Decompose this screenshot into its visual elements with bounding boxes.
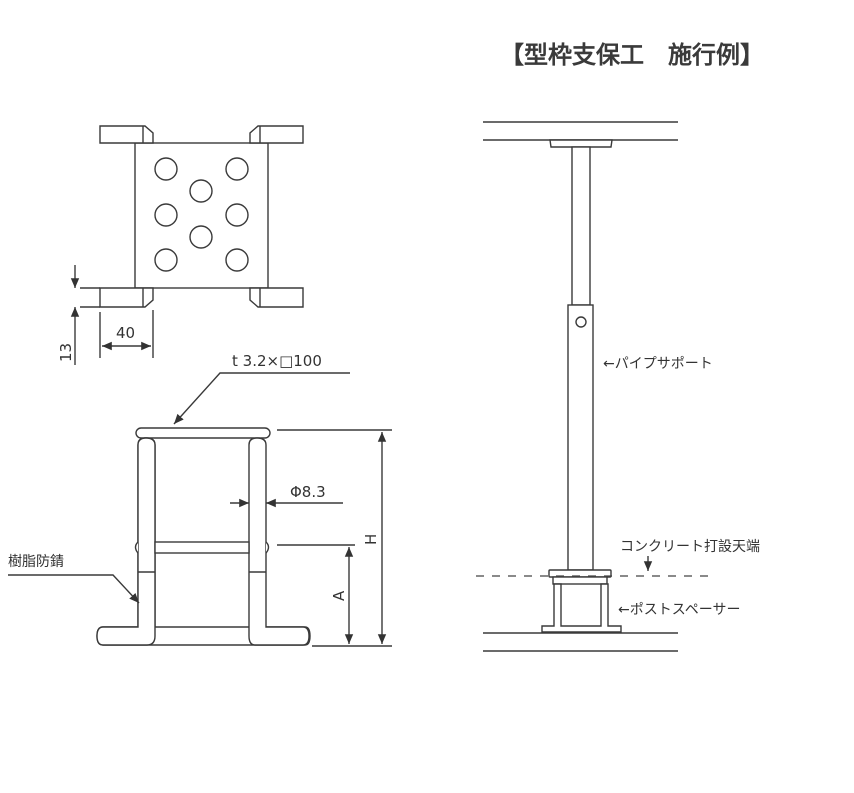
post-spacer-label: ←ポストスペーサー: [618, 602, 740, 618]
right-leg: [248, 437, 310, 646]
plate-hole: [154, 248, 178, 272]
dim-a-label: A: [330, 590, 348, 601]
plate-holes: [154, 157, 249, 272]
support-top-plate: [549, 139, 613, 148]
top-plate: [135, 427, 271, 439]
plate-hole: [154, 157, 178, 181]
dim-13-label: 13: [57, 343, 75, 362]
pin-hole: [575, 316, 587, 328]
outer-pipe: [567, 304, 594, 571]
concrete-top-label: コンクリート打設天端: [620, 538, 760, 555]
spacer-top: [552, 576, 608, 585]
inner-pipe: [571, 146, 591, 306]
post-spacer: [541, 583, 622, 633]
plate-hole: [225, 203, 249, 227]
plate-spec-label: t 3.2×□100: [232, 352, 322, 370]
plate-hole: [225, 157, 249, 181]
crossbar: [154, 541, 250, 554]
plate-hole: [189, 179, 213, 203]
plate-hole: [225, 248, 249, 272]
application-view: ←パイプサポート コンクリート打設天端 ←ポストスペーサー: [476, 121, 760, 652]
coating-label: 樹脂防錆: [8, 553, 64, 570]
elevation-view: t 3.2×□100 Φ8.3 H A 樹脂防錆: [8, 352, 392, 647]
plate-hole: [189, 225, 213, 249]
dimension-40: 40: [99, 310, 154, 358]
pipe-support-label: ←パイプサポート: [603, 356, 713, 372]
dim-40-label: 40: [116, 324, 135, 342]
dim-h-label: H: [362, 534, 380, 545]
dimension-13: 13: [57, 265, 100, 365]
plan-view: 13 40: [57, 125, 304, 365]
drawing-title: 【型枠支保工 施行例】: [500, 41, 764, 69]
plate-hole: [154, 203, 178, 227]
top-plate-plan: [134, 142, 269, 289]
plan-feet: [99, 125, 304, 308]
rod-diameter-label: Φ8.3: [290, 483, 326, 501]
